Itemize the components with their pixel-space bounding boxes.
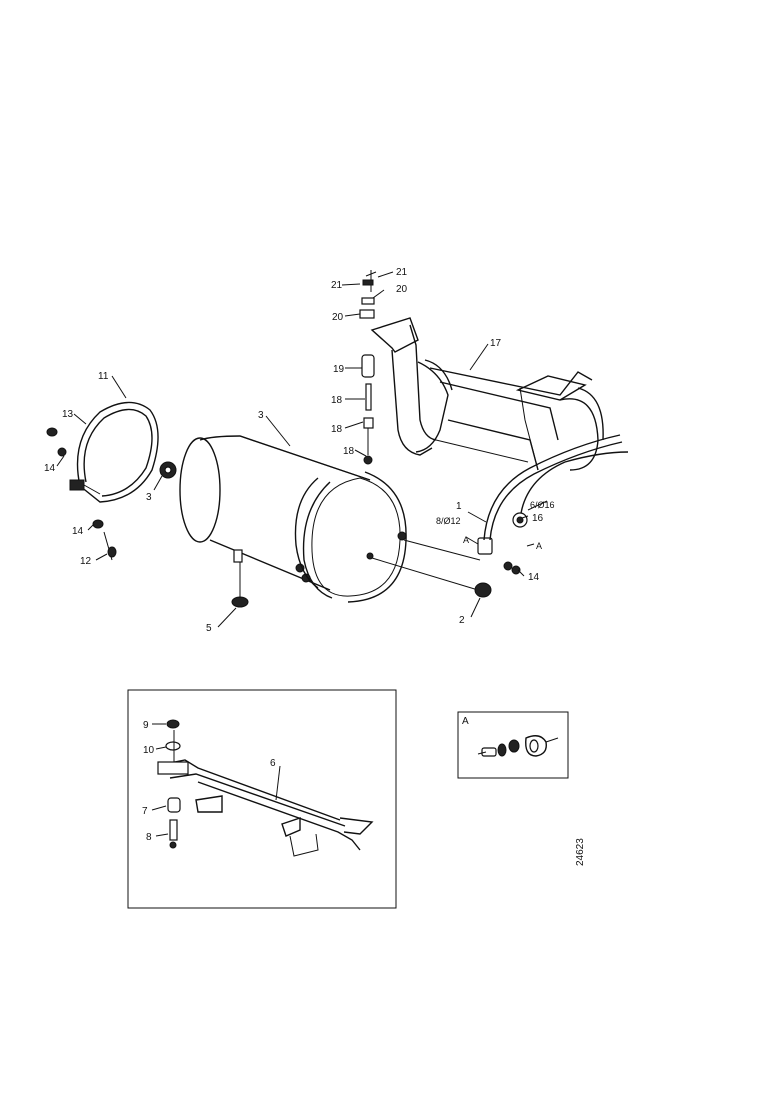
pipe-spec-left: 8/Ø12 (436, 516, 461, 526)
grommet (159, 461, 177, 479)
callout-10: 10 (143, 745, 155, 756)
detail-box-bracket: 9 10 6 7 8 (127, 689, 397, 909)
bracket-hardware (359, 270, 377, 465)
drawing-number: 24623 (575, 838, 586, 866)
callout-9: 9 (143, 720, 149, 731)
callout-20-left: 20 (332, 312, 344, 323)
clamp-band (294, 477, 319, 589)
callout-11: 11 (98, 371, 109, 382)
air-pipes (483, 434, 629, 541)
tank-fittings (371, 537, 521, 598)
bracket-assembly (370, 317, 604, 471)
detail-a-label: A (462, 716, 469, 727)
callout-18-a: 18 (331, 395, 343, 406)
callout-19-stud: 19 (333, 364, 345, 375)
callout-21-left: 21 (331, 280, 343, 291)
detail-view-a: A (457, 711, 569, 779)
view-mark-a-right: A (536, 541, 542, 551)
callout-18-c: 18 (343, 446, 355, 457)
callout-7: 7 (142, 806, 148, 817)
strap-ring (46, 401, 159, 561)
callout-3: 3 (258, 410, 264, 421)
pipe-spec-right: 6/Ø16 (530, 500, 555, 510)
callout-14-right: 14 (528, 572, 540, 583)
callout-20-right: 20 (396, 284, 408, 295)
callout-21-right: 21 (396, 267, 408, 278)
callout-6: 6 (270, 758, 276, 769)
view-mark-a-left: A (463, 535, 469, 545)
callout-2: 2 (459, 615, 465, 626)
callout-12: 12 (80, 556, 92, 567)
callout-8: 8 (146, 832, 152, 843)
callout-14-top: 14 (44, 463, 56, 474)
callout-14-mid: 14 (72, 526, 84, 537)
callout-13: 13 (62, 409, 74, 420)
callout-5: 5 (206, 623, 212, 634)
callout-3b: 3 (146, 492, 152, 503)
callout-labels: 21 21 20 20 19 18 18 18 17 3 11 13 14 3 … (44, 267, 555, 634)
callout-17: 17 (490, 338, 502, 349)
callout-1: 1 (456, 501, 462, 512)
callout-18-b: 18 (331, 424, 343, 435)
callout-16: 16 (532, 513, 544, 524)
leader-lines (56, 271, 548, 628)
